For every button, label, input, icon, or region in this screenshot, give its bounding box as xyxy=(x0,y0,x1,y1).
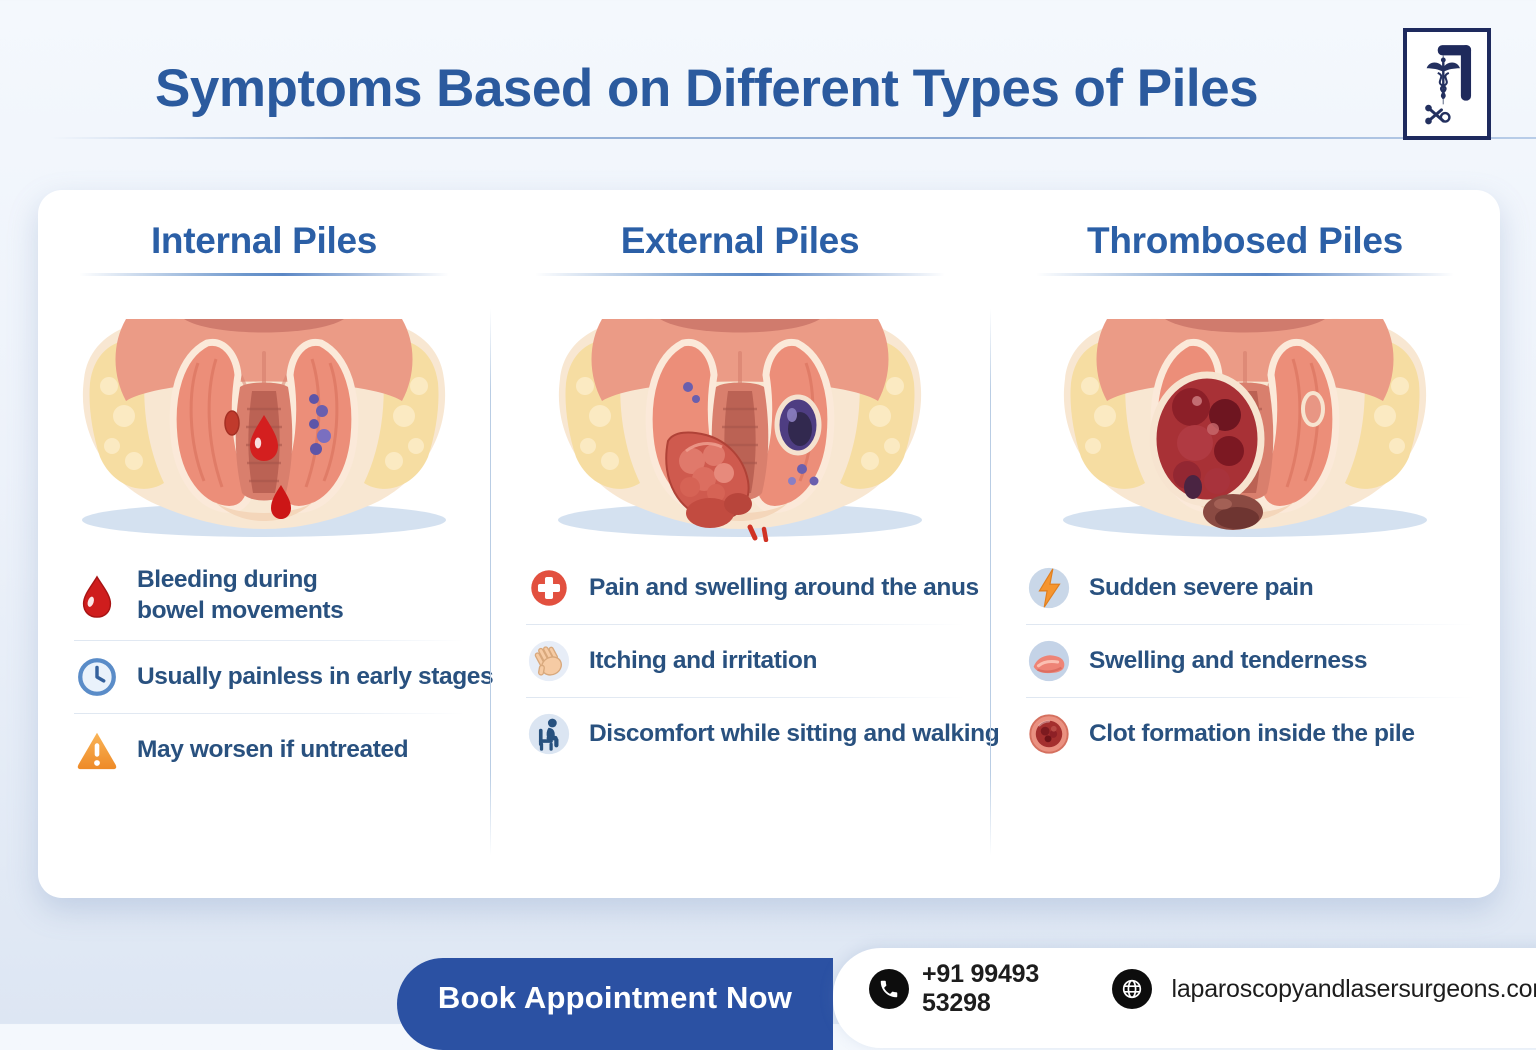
symptom-row: Clot formation inside the pile xyxy=(1026,698,1474,770)
symptom-row: Swelling and tenderness xyxy=(1026,625,1474,697)
symptom-text: Discomfort while sitting and walking xyxy=(589,720,1000,747)
column-divider xyxy=(990,308,991,856)
row-separator xyxy=(1026,697,1474,698)
symptom-list: Bleeding during bowel movements Usually … xyxy=(38,542,494,786)
header-divider xyxy=(50,137,1536,139)
piles-infographic: Symptoms Based on Different Types of Pil… xyxy=(38,28,1536,1050)
book-appointment-label: Book Appointment Now xyxy=(437,980,793,1015)
external-piles-illustration xyxy=(558,318,922,542)
symptom-text: Swelling and tenderness xyxy=(1089,647,1368,674)
clock-icon xyxy=(78,658,116,696)
symptom-row: Usually painless in early stages xyxy=(74,641,494,713)
symptom-row: Pain and swelling around the anus xyxy=(526,552,979,624)
symptom-list: Pain and swelling around the anus xyxy=(490,542,1000,770)
book-appointment-button[interactable]: Book Appointment Now xyxy=(397,958,833,1050)
clot-icon xyxy=(1029,714,1069,754)
column-external-piles: External Piles xyxy=(490,190,1000,898)
website-link[interactable]: laparoscopyandlasersurgeons.com xyxy=(1171,974,1536,1003)
swelling-icon xyxy=(1028,640,1070,682)
symptom-text: Bleeding during bowel movements xyxy=(137,566,344,624)
column-internal-piles: Internal Piles xyxy=(38,190,494,898)
symptom-text: Sudden severe pain xyxy=(1089,574,1314,601)
phone-number[interactable]: +91 99493 53298 xyxy=(922,960,1040,1017)
symptom-row: Sudden severe pain xyxy=(1026,552,1474,624)
symptom-text: Usually painless in early stages xyxy=(137,663,494,690)
row-separator xyxy=(526,697,964,698)
column-title-underline xyxy=(1035,273,1455,276)
warning-icon xyxy=(77,732,117,770)
row-separator xyxy=(74,713,464,714)
medical-cross-icon xyxy=(531,570,567,606)
symptom-row: Itching and irritation xyxy=(526,625,964,697)
clinic-logo xyxy=(1403,28,1491,140)
symptom-row: Bleeding during bowel movements xyxy=(74,552,464,640)
row-separator xyxy=(74,640,464,641)
blood-drop-icon xyxy=(82,575,112,618)
caduceus-logo-icon xyxy=(1425,45,1472,125)
contact-bar: +91 99493 53298 laparoscopyandlasersurge… xyxy=(833,948,1536,1048)
lightning-icon xyxy=(1028,567,1070,609)
phone-icon xyxy=(869,969,909,1009)
column-title: Internal Piles xyxy=(150,220,378,261)
column-title-underline xyxy=(78,273,450,276)
page-title: Symptoms Based on Different Types of Pil… xyxy=(155,59,1259,118)
thrombosed-piles-illustration xyxy=(1063,318,1427,537)
content-card: Internal Piles xyxy=(38,190,1500,898)
symptom-row: May worsen if untreated xyxy=(74,714,464,786)
row-separator xyxy=(526,624,964,625)
symptom-text: Itching and irritation xyxy=(589,647,818,674)
symptom-row: Discomfort while sitting and walking xyxy=(526,698,1000,770)
column-thrombosed-piles: Thrombosed Piles xyxy=(990,190,1500,898)
symptom-list: Sudden severe pain Swelling and tenderne… xyxy=(990,542,1500,770)
symptom-text: Clot formation inside the pile xyxy=(1089,720,1415,747)
globe-icon xyxy=(1112,969,1153,1009)
column-title-underline xyxy=(535,273,945,276)
sitting-person-icon xyxy=(528,713,570,755)
column-title: Thrombosed Piles xyxy=(1087,220,1403,261)
column-divider xyxy=(490,308,491,856)
column-title: External Piles xyxy=(620,220,860,261)
symptom-text: Pain and swelling around the anus xyxy=(589,574,979,601)
hand-icon xyxy=(528,640,570,682)
row-separator xyxy=(1026,624,1474,625)
internal-piles-illustration xyxy=(82,318,446,537)
symptom-text: May worsen if untreated xyxy=(137,736,409,763)
